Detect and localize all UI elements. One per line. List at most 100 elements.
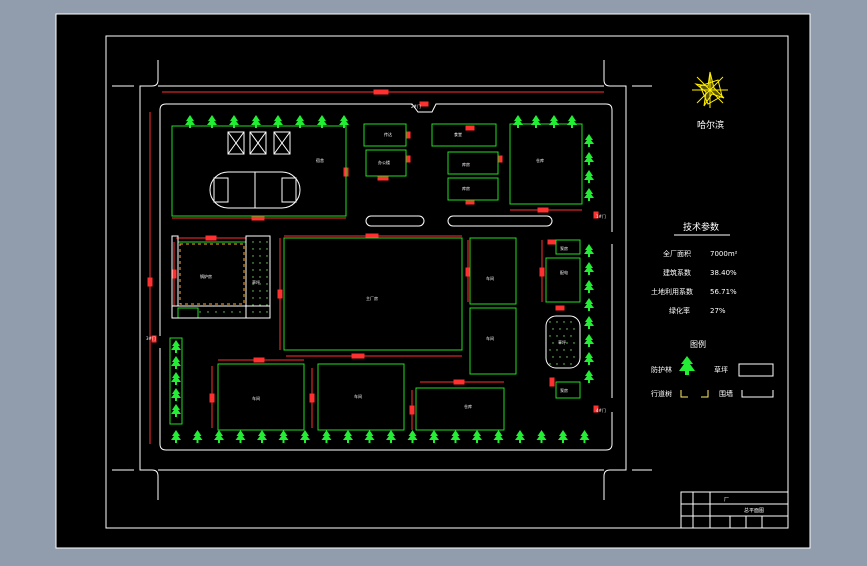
lawn-dot (570, 349, 572, 351)
tree-mark (584, 152, 594, 165)
lawn-dot (563, 349, 565, 351)
lawn-dot (259, 248, 261, 250)
building-store-a (447, 151, 499, 175)
lawn-swatch-icon (738, 363, 774, 377)
building-workshop-east-a (469, 237, 517, 305)
lawn-dot (252, 304, 254, 306)
tree-mark (515, 430, 525, 443)
lawn-dot (566, 356, 568, 358)
lawn-dot (259, 262, 261, 264)
tree-mark (584, 370, 594, 383)
lawn-dot (266, 297, 268, 299)
tree-mark (584, 188, 594, 201)
lawn-dot (207, 311, 209, 313)
tech-params-table: 全厂面积 7000m² 建筑系数 38.40% 土地利用系数 56.71% 绿化… (651, 249, 738, 315)
param-label-1: 建筑系数 (663, 268, 691, 277)
building-gate-room (363, 123, 407, 147)
tree-mark (257, 430, 267, 443)
svg-text:2#门: 2#门 (411, 103, 421, 109)
lawn-dot (259, 297, 261, 299)
lawn-dot (266, 311, 268, 313)
tree-mark (278, 430, 289, 443)
lawn-dot (570, 321, 572, 323)
svg-text:车间: 车间 (252, 395, 260, 401)
title-block-name: 厂 (724, 497, 729, 503)
param-value-3: 27% (710, 307, 726, 315)
building-store-b (447, 177, 499, 201)
tree-mark (171, 372, 181, 385)
svg-text:泵房: 泵房 (560, 245, 568, 251)
tree-mark (214, 430, 224, 443)
lawn-dot (570, 335, 572, 337)
drawing-sheet (55, 13, 811, 549)
svg-text:锅炉房: 锅炉房 (200, 273, 212, 279)
gate-markers: 2#门 1#门 4#门 3#门 (146, 103, 606, 413)
lawn-dot (570, 363, 572, 365)
tree-mark (192, 430, 203, 443)
lawn-dot (252, 283, 254, 285)
lawn-dot (252, 269, 254, 271)
lawn-dot (252, 290, 254, 292)
svg-text:办公楼: 办公楼 (378, 159, 390, 165)
svg-text:泵房: 泵房 (560, 387, 568, 393)
legend-label-tree: 防护林 (651, 365, 672, 374)
tree-mark (584, 316, 594, 329)
tree-mark (584, 352, 594, 365)
tree-mark (251, 115, 261, 128)
svg-text:宿舍: 宿舍 (316, 157, 324, 163)
lawn-dot (573, 342, 575, 344)
lawn-dot (549, 321, 551, 323)
lawn-dot (552, 328, 554, 330)
tree-mark (171, 430, 181, 443)
param-value-2: 56.71% (710, 288, 737, 296)
lawn-dot (266, 290, 268, 292)
title-block-subtitle: 总平面图 (744, 507, 764, 514)
lawn-dot (266, 241, 268, 243)
tree-mark (321, 430, 332, 443)
tree-mark (207, 115, 217, 128)
tree-mark (558, 430, 568, 443)
svg-text:1#门: 1#门 (596, 213, 606, 219)
param-label-2: 土地利用系数 (651, 287, 693, 296)
lawn-dot (266, 269, 268, 271)
lawn-dot (549, 335, 551, 337)
lawn-dot (266, 248, 268, 250)
lawn-dot (552, 342, 554, 344)
lawn-dot (252, 248, 254, 250)
svg-text:3#门: 3#门 (146, 335, 156, 341)
building-canteen (431, 123, 497, 147)
lawn-dot (239, 311, 241, 313)
tree-mark (567, 115, 577, 128)
param-label-3: 绿化率 (669, 306, 690, 315)
lawn-dot (549, 349, 551, 351)
north-compass (692, 71, 728, 108)
lawn-dot (573, 356, 575, 358)
compass-city-label: 哈尔滨 (697, 119, 724, 131)
tree-mark (493, 430, 504, 443)
svg-text:草坪: 草坪 (252, 279, 260, 285)
lawn-dot (231, 311, 233, 313)
building-guard-west (169, 337, 183, 425)
boiler-dashed (179, 243, 245, 305)
lawn-dot (259, 255, 261, 257)
building-main-workshop (283, 237, 463, 351)
lawn-dot (563, 363, 565, 365)
protective-trees (171, 115, 594, 443)
building-workshop-s (317, 363, 405, 431)
svg-text:仓库: 仓库 (464, 403, 472, 409)
lawn-dot (259, 276, 261, 278)
legend-label-street-tree: 行道树 (651, 389, 672, 398)
param-label-0: 全厂面积 (663, 249, 691, 258)
svg-text:车间: 车间 (354, 393, 362, 399)
building-office (365, 149, 407, 177)
tree-mark (229, 115, 239, 128)
building-labels: 车间 车间 仓库 主厂房 车间 车间 仓库 宿舍 锅炉房 草坪 草坪 传达 办公… (200, 131, 568, 409)
lawn-dot (556, 349, 558, 351)
tree-mark (584, 334, 594, 347)
tree-mark (171, 388, 181, 401)
lawn-dot (266, 262, 268, 264)
svg-text:传达: 传达 (384, 131, 392, 137)
svg-text:车间: 车间 (486, 335, 494, 341)
tree-mark (273, 115, 283, 128)
